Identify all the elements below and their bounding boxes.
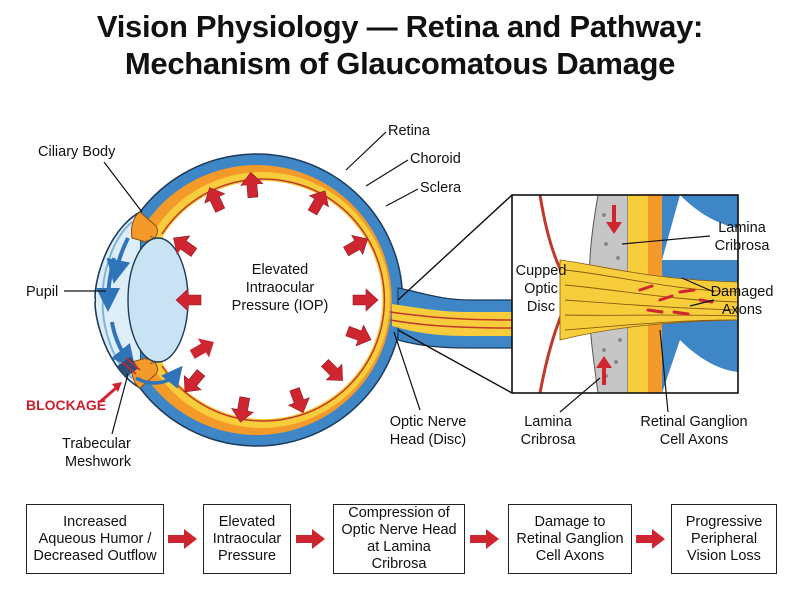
pressure-arrow-icon <box>345 324 372 347</box>
label-lamina-bottom-2: Cribrosa <box>521 432 577 448</box>
label-blockage: BLOCKAGE <box>26 397 106 413</box>
pressure-arrow-icon <box>204 187 226 213</box>
flow-arrow-3 <box>470 529 499 549</box>
pressure-arrow-icon <box>240 172 264 199</box>
label-lamina-top-2: Cribrosa <box>715 238 771 254</box>
label-optic-nerve-head-2: Head (Disc) <box>390 432 467 448</box>
flow-arrow-1 <box>168 529 197 549</box>
vitreous-chamber <box>163 181 383 420</box>
pressure-arrow-icon <box>231 396 255 423</box>
label-damaged-1: Damaged <box>711 284 774 300</box>
label-cupped-3: Disc <box>527 299 555 315</box>
label-damaged-2: Axons <box>722 302 762 318</box>
label-trabecular-2: Meshwork <box>65 454 132 470</box>
optic-disc-inset <box>397 194 739 394</box>
pressure-arrow-icon <box>175 288 202 312</box>
label-lamina-bottom-1: Lamina <box>524 414 572 430</box>
title-line-1: Vision Physiology — Retina and Pathway: <box>96 9 704 44</box>
label-optic-nerve-head-1: Optic Nerve <box>390 414 467 430</box>
ciliary-body-upper <box>131 211 159 243</box>
diagram-title: Vision Physiology — Retina and Pathway: … <box>0 8 800 82</box>
label-choroid: Choroid <box>410 151 461 167</box>
label-pupil: Pupil <box>26 284 58 300</box>
eye-labels: Ciliary Body Retina Choroid Sclera Pupil… <box>26 123 466 470</box>
label-sclera: Sclera <box>420 180 462 196</box>
label-ciliary-body: Ciliary Body <box>38 144 116 160</box>
pressure-arrow-icon <box>189 338 214 359</box>
pressure-arrow-icon <box>307 190 329 216</box>
pressure-arrow-icon <box>352 288 379 312</box>
anterior-segment <box>94 211 189 389</box>
label-iop-3: Pressure (IOP) <box>232 298 329 314</box>
flow-arrow-2 <box>296 529 325 549</box>
pressure-arrow-icon <box>320 358 343 381</box>
pressure-arrows <box>173 172 379 423</box>
label-iop-2: Intraocular <box>246 280 315 296</box>
pressure-arrow-icon <box>343 235 369 257</box>
pressure-arrow-icon <box>183 369 206 393</box>
pressure-arrow-icon <box>287 387 310 414</box>
label-lamina-top-1: Lamina <box>718 220 766 236</box>
pressure-arrow-icon <box>173 235 198 257</box>
label-iop-1: Elevated <box>252 262 308 278</box>
label-rgc-axons-1: Retinal Ganglion <box>640 414 747 430</box>
label-rgc-axons-2: Cell Axons <box>660 432 729 448</box>
inset-labels: Cupped Optic Disc Lamina Cribrosa Damage… <box>516 220 774 448</box>
title-line-2: Mechanism of Glaucomatous Damage <box>124 46 676 81</box>
label-trabecular-1: Trabecular <box>62 436 131 452</box>
flow-arrow-4 <box>636 529 665 549</box>
optic-nerve <box>389 287 513 349</box>
label-cupped-1: Cupped <box>516 263 567 279</box>
inset-frame <box>511 194 739 394</box>
label-retina: Retina <box>388 123 431 139</box>
label-cupped-2: Optic <box>524 281 558 297</box>
